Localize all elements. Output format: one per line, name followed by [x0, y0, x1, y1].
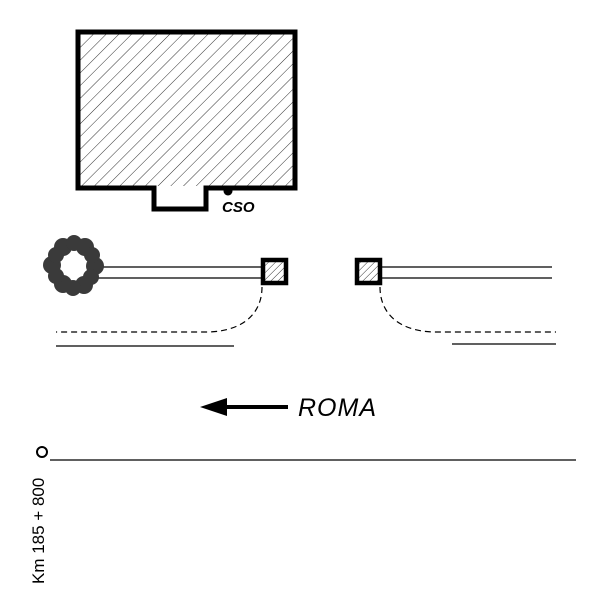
- arrow-head: [200, 398, 227, 416]
- gate-post-marker-left: [260, 257, 289, 286]
- building-hatch-fill: [80, 34, 293, 186]
- tree-symbol: [43, 235, 104, 296]
- cso-marker-dot: [223, 186, 233, 196]
- cso-label: CSO: [222, 199, 255, 216]
- direction-arrow: [200, 398, 288, 416]
- km-label: Km 185 + 800: [29, 478, 48, 584]
- building-footprint-outline: [75, 29, 298, 212]
- gate-post-marker-right: [354, 257, 383, 286]
- direction-label: ROMA: [298, 394, 377, 422]
- tree-center-hole: [64, 256, 84, 276]
- station-circle-marker: [36, 446, 48, 458]
